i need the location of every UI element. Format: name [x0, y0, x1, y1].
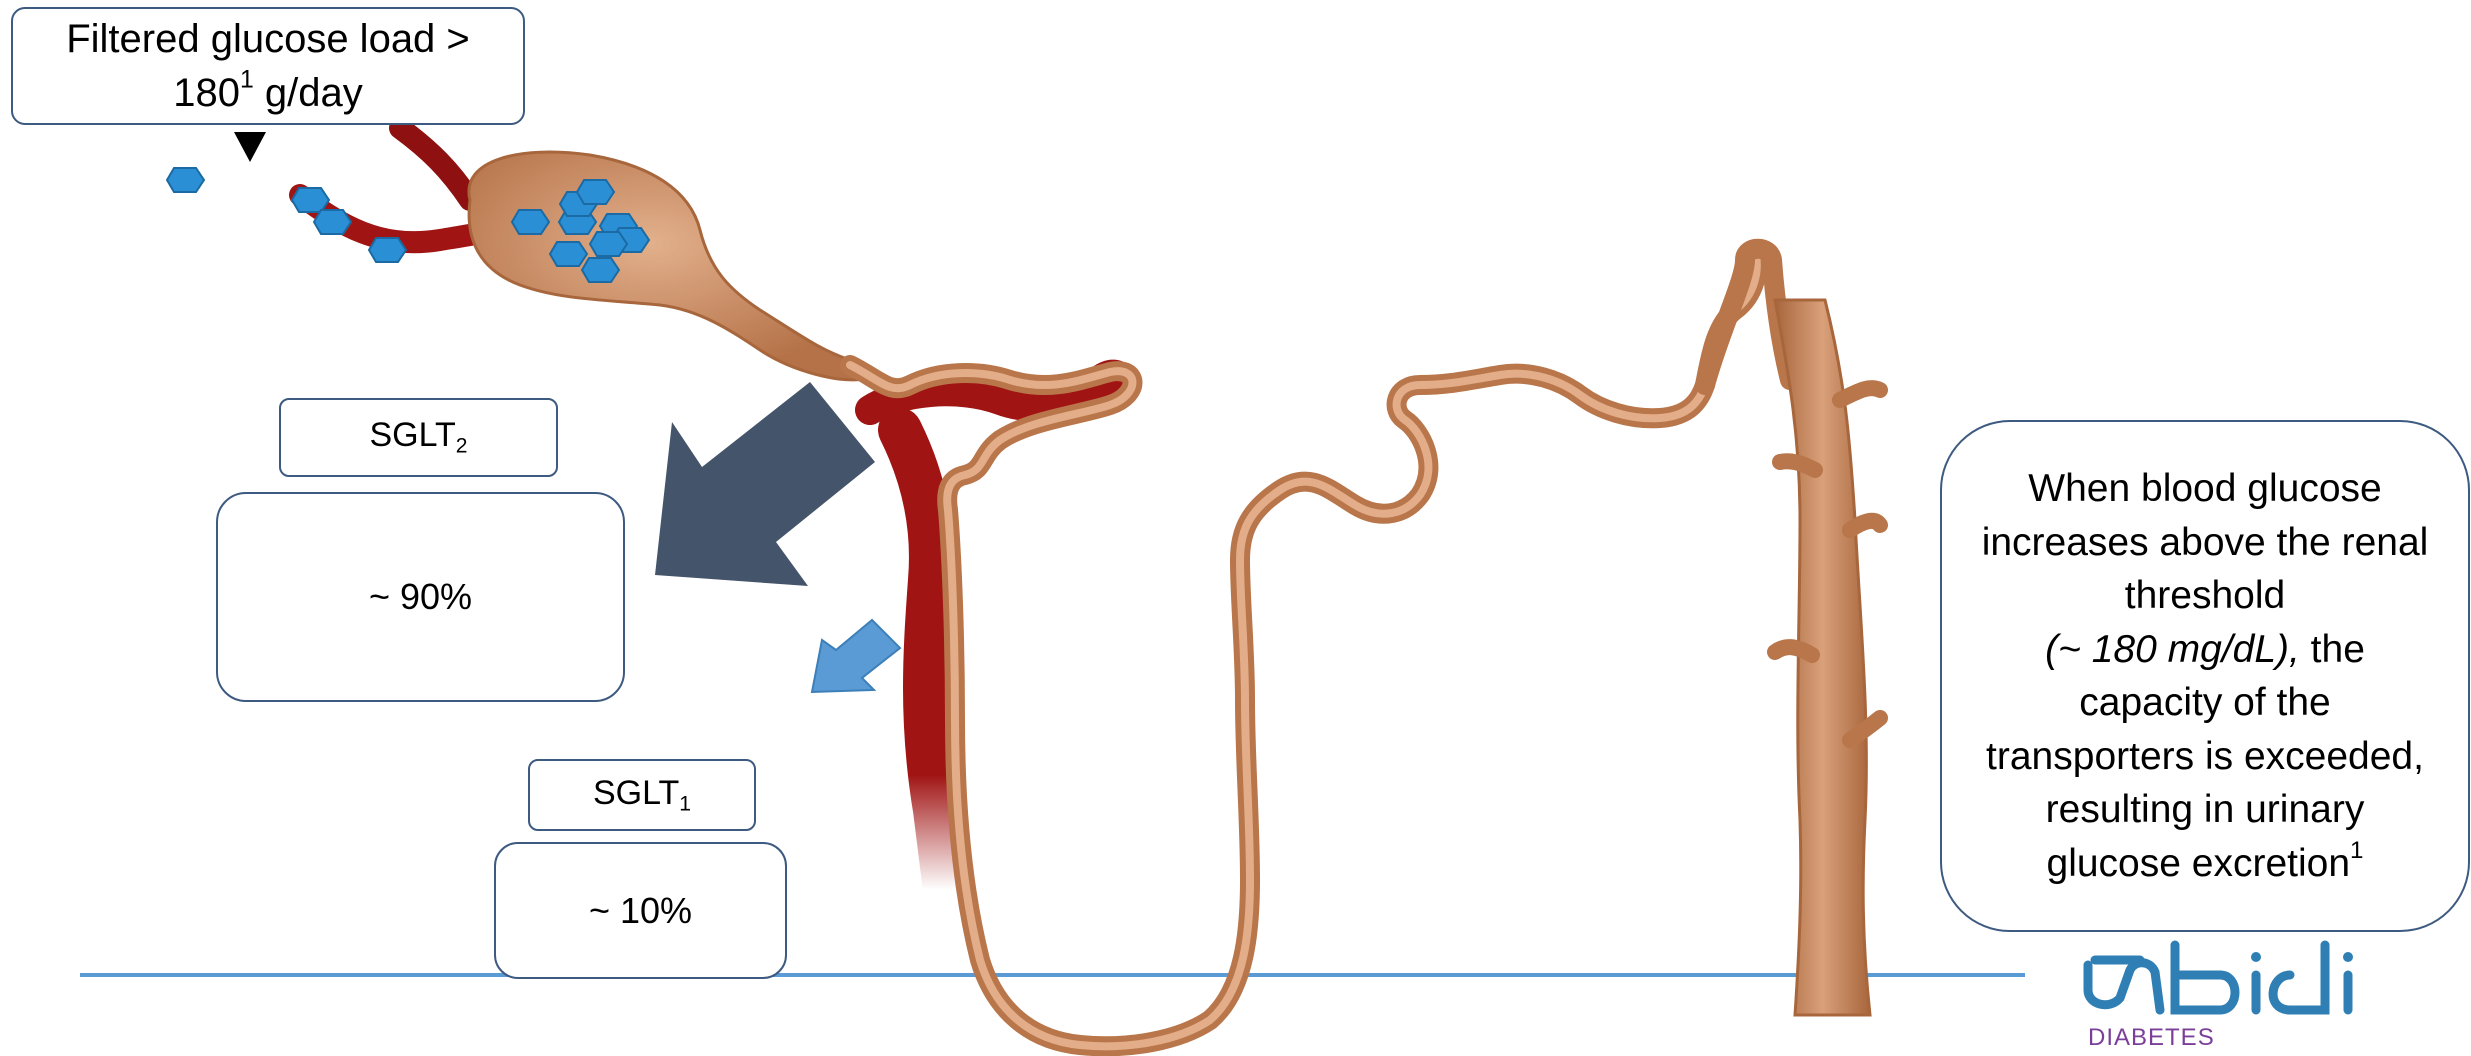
- sglt1-arrow: [812, 620, 900, 692]
- sglt1-label-box: SGLT1: [528, 759, 756, 831]
- sglt2-percent-box: ~ 90%: [216, 492, 625, 702]
- sglt2-subscript: 2: [456, 435, 468, 458]
- bowmans-capsule: [469, 152, 874, 380]
- callout-value: 180: [173, 71, 240, 115]
- duct-branch: [1780, 461, 1815, 470]
- glucose-molecule: [167, 168, 204, 192]
- renal-threshold-note: When blood glucose increases above the r…: [1940, 420, 2470, 932]
- note-footnote: 1: [2350, 836, 2363, 863]
- sglt2-label-box: SGLT2: [279, 398, 558, 477]
- glucose-molecule: [582, 258, 619, 282]
- note-line2: increases above the renal: [1982, 516, 2429, 570]
- glucose-molecule: [314, 210, 351, 234]
- note-threshold-value: (~ 180 mg/dL),: [2045, 628, 2300, 671]
- glucose-molecule: [512, 210, 549, 234]
- duct-branch: [1840, 388, 1880, 400]
- collecting-duct: [1775, 300, 1870, 1015]
- callout-pointer: [234, 132, 266, 162]
- sglt1-label: SGLT1: [593, 774, 691, 816]
- glucose-molecule: [369, 238, 406, 262]
- note-line7: resulting in urinary: [2046, 783, 2365, 837]
- glucose-molecule: [590, 232, 627, 256]
- note-line5: capacity of the: [2079, 676, 2330, 730]
- callout-footnote: 1: [240, 66, 254, 93]
- note-line1: When blood glucose: [2028, 462, 2381, 516]
- filtered-glucose-callout: Filtered glucose load > 1801 g/day: [11, 7, 525, 125]
- duct-branch: [1850, 521, 1880, 530]
- note-line6: transporters is exceeded,: [1986, 730, 2424, 784]
- afferent-vessel: [400, 128, 470, 200]
- callout-unit: g/day: [265, 71, 363, 115]
- duct-branch: [1775, 647, 1812, 655]
- glucose-molecule: [577, 180, 614, 204]
- glucose-molecule: [550, 242, 587, 266]
- glucose-molecule: [292, 188, 329, 212]
- note-line8: glucose excretion1: [2047, 837, 2364, 891]
- logo-diabetes-text: DIABETES: [2088, 1024, 2215, 1052]
- sglt2-percent: ~ 90%: [369, 576, 472, 618]
- sglt1-percent-box: ~ 10%: [494, 842, 787, 979]
- callout-line1: Filtered glucose load >: [66, 12, 470, 66]
- sglt2-label: SGLT2: [369, 416, 467, 458]
- abidi-logo-mark: [2088, 945, 2348, 1010]
- sglt2-arrow: [655, 382, 875, 586]
- proximal-tubule: [850, 250, 1757, 1046]
- sglt1-subscript: 1: [679, 792, 691, 815]
- sglt1-percent: ~ 10%: [589, 890, 692, 932]
- note-line4: (~ 180 mg/dL), the: [2045, 623, 2365, 677]
- callout-line2: 1801 g/day: [173, 66, 363, 120]
- note-line3: threshold: [2125, 569, 2285, 623]
- abidi-logo-dots: [2251, 952, 2353, 962]
